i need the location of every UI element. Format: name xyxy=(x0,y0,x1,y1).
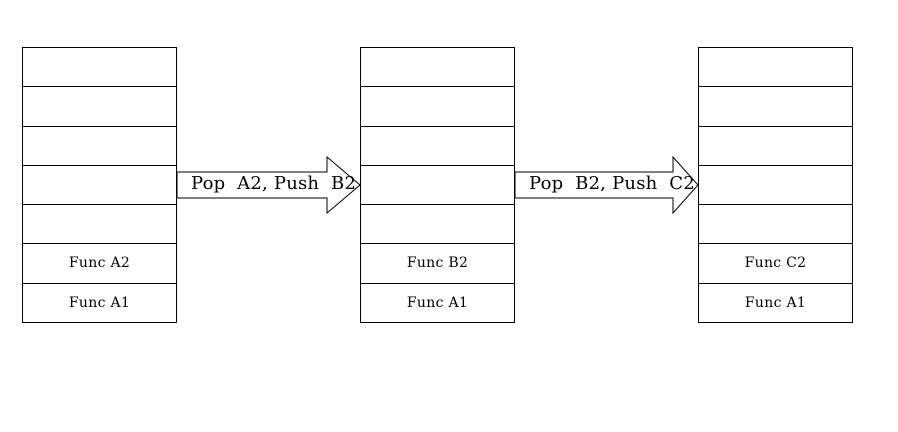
stack-frame-func-a1: Func A1 xyxy=(406,295,469,312)
stack-slot xyxy=(23,166,176,206)
right-arrow-icon xyxy=(515,156,699,214)
stack-slot xyxy=(23,87,176,127)
stack-slot xyxy=(23,205,176,245)
stack-frame-func-c2: Func C2 xyxy=(699,244,852,284)
arrow-label: Pop A2, Push B2 xyxy=(191,173,357,194)
stack-slot xyxy=(699,205,852,245)
stack-frame-func-a1: Func A1 xyxy=(68,295,131,312)
call-stack-3: Func C2 Func A1 xyxy=(698,47,853,323)
stack-frame-func-a1: Func A1 xyxy=(744,295,807,312)
stack-frame-func-b2: Func B2 xyxy=(361,244,514,284)
call-stack-2: Func B2 Func A1 xyxy=(360,47,515,323)
stack-slot xyxy=(699,166,852,206)
stack-slot xyxy=(361,87,514,127)
stack-slot xyxy=(361,205,514,245)
stack-frame-func-a2: Func A2 xyxy=(23,244,176,284)
stack-slot xyxy=(361,127,514,166)
stack-slot xyxy=(361,48,514,88)
stack-slot xyxy=(361,166,514,206)
stack-slot xyxy=(23,127,176,166)
stack-slot xyxy=(699,127,852,166)
right-arrow-icon xyxy=(177,156,361,214)
stack-slot xyxy=(699,87,852,127)
transition-arrow-1: Pop A2, Push B2 xyxy=(177,156,361,214)
stack-slot xyxy=(23,48,176,88)
arrow-label: Pop B2, Push C2 xyxy=(529,173,695,194)
stack-slot xyxy=(699,48,852,88)
transition-arrow-2: Pop B2, Push C2 xyxy=(515,156,699,214)
call-stack-1: Func A2 Func A1 xyxy=(22,47,177,323)
